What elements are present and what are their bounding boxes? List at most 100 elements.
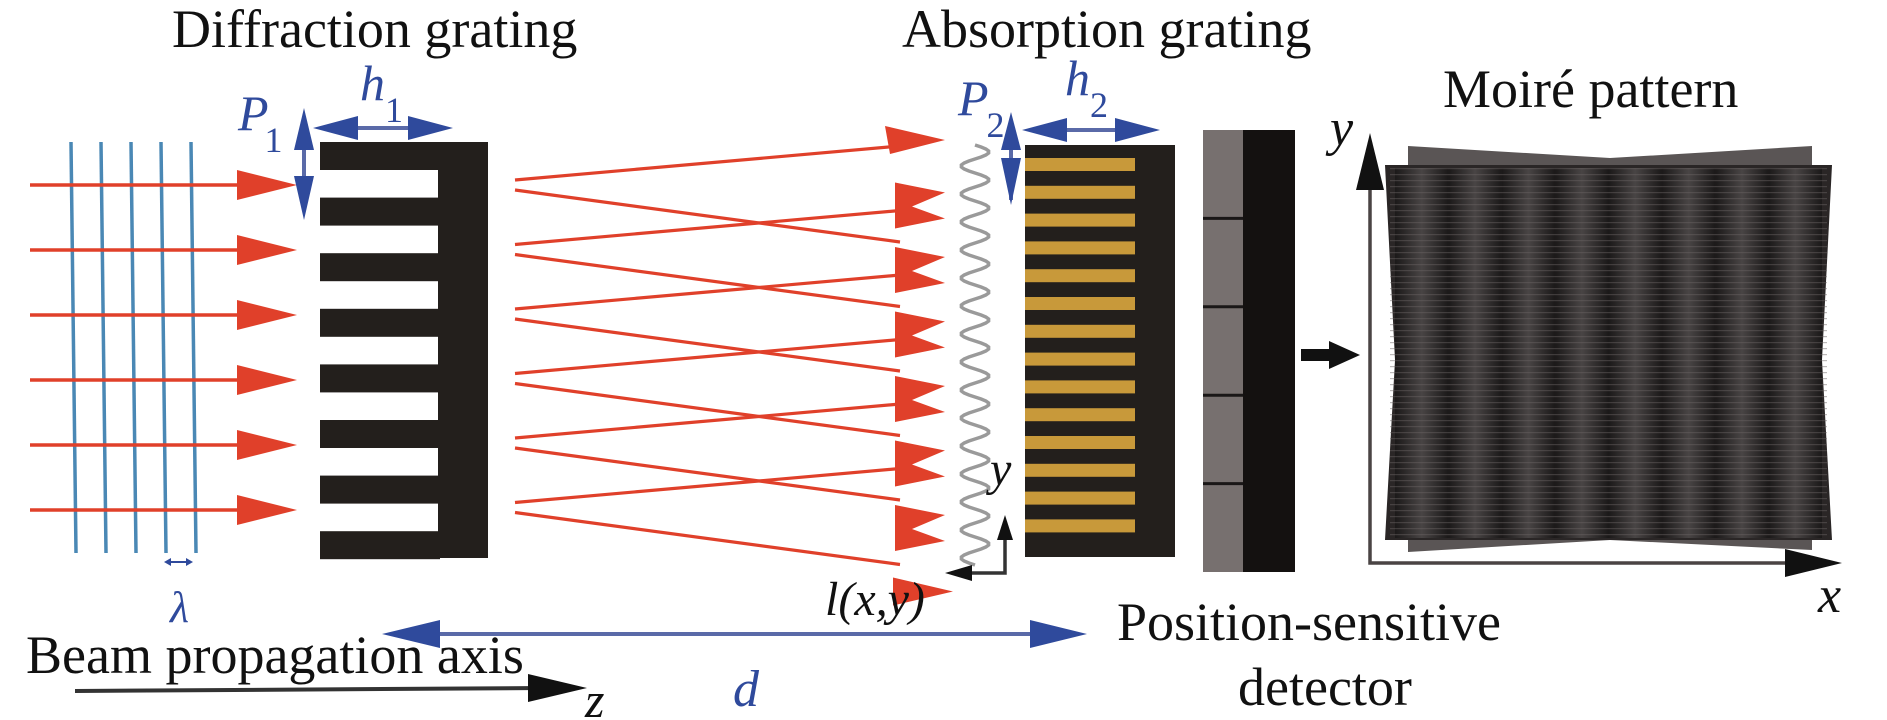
absorption-gold-bar <box>1025 463 1135 477</box>
h2-sub: 2 <box>1090 85 1108 125</box>
absorption-gold-bar <box>1025 519 1135 533</box>
h2-label: h2 <box>1065 50 1108 125</box>
incident-ray-arrowhead <box>237 365 297 395</box>
h2-dimension-arrow <box>1022 118 1160 142</box>
incident-ray-arrowhead <box>237 235 297 265</box>
moire-pattern-image <box>1385 146 1832 552</box>
absorption-gold-bar <box>1025 408 1135 422</box>
absorption-grating-title: Absorption grating <box>902 0 1311 59</box>
incident-ray-arrowhead <box>237 170 297 200</box>
grating-tooth <box>320 253 440 282</box>
y-axis-arrowhead <box>1356 133 1384 190</box>
detector-label-line1: Position-sensitive <box>1117 592 1501 652</box>
moire-line-texture <box>1390 168 1827 538</box>
p1-main: P <box>237 85 269 141</box>
ray-arrowhead <box>885 126 945 154</box>
z-label: z <box>584 672 604 720</box>
h1-label: h1 <box>360 55 403 130</box>
diffracted-ray <box>514 402 901 440</box>
detector-label-line2: detector <box>1238 657 1412 717</box>
self-image-wave <box>959 143 991 567</box>
grating-tooth <box>320 531 440 560</box>
z-axis-arrow <box>74 674 587 702</box>
wavefront-line <box>69 141 78 554</box>
p1-sub: 1 <box>265 120 283 160</box>
wavefront-line <box>129 141 138 554</box>
absorption-gold-bar <box>1025 241 1135 255</box>
p2-sub: 2 <box>987 105 1005 145</box>
absorption-gold-bar <box>1025 436 1135 449</box>
diffracted-ray <box>514 446 901 502</box>
output-arrow <box>1301 341 1360 369</box>
h1-sub: 1 <box>385 90 403 130</box>
absorption-gold-bar <box>1025 269 1135 283</box>
absorption-gold-bar <box>1025 297 1135 310</box>
diffraction-grating-title: Diffraction grating <box>172 0 577 59</box>
moire-y-label: y <box>1325 100 1354 157</box>
absorption-gold-bar <box>1025 185 1135 199</box>
grating-tooth <box>320 420 440 448</box>
absorption-gold-bar <box>1025 324 1135 338</box>
local-y-label: y <box>985 443 1012 496</box>
x-axis-arrowhead <box>1785 549 1842 577</box>
diffracted-ray <box>514 273 901 311</box>
diffracted-ray <box>514 188 901 244</box>
detector-pixel-column <box>1203 130 1243 572</box>
diffracted-ray <box>514 337 901 376</box>
diffracted-ray <box>514 466 901 505</box>
diffracted-ray <box>514 252 901 309</box>
grating-tooth <box>320 475 440 504</box>
moire-pattern-title: Moiré pattern <box>1443 59 1738 119</box>
local-coordinate-arrow <box>945 515 1013 581</box>
h1-main: h <box>360 55 385 111</box>
grating-tooth <box>320 142 440 170</box>
absorption-gold-bar <box>1025 158 1135 171</box>
moire-axes <box>1356 133 1842 577</box>
position-sensitive-detector <box>1203 130 1295 572</box>
grating-tooth <box>320 364 440 393</box>
diffracted-ray <box>514 317 901 373</box>
diffracted-ray <box>514 208 901 247</box>
ray-arrowhead-double <box>895 440 945 487</box>
p2-dimension-arrow <box>1001 112 1021 205</box>
diffracted-rays <box>514 126 953 606</box>
lambda-label: λ <box>168 583 189 632</box>
lxy-label: l(x,y) <box>825 573 925 626</box>
grating-tooth <box>320 197 440 226</box>
wavefront-line <box>159 141 168 554</box>
absorption-gold-bar <box>1025 380 1135 394</box>
diffraction-grating <box>320 142 488 560</box>
incident-rays <box>30 170 297 525</box>
detector-backplane <box>1243 130 1295 572</box>
wavefront-line <box>189 141 198 554</box>
diffracted-ray <box>514 510 901 567</box>
ray-arrowhead-double <box>895 311 945 358</box>
d-label: d <box>733 661 760 718</box>
grating-tooth <box>320 308 440 337</box>
incident-ray-arrowhead <box>237 495 297 525</box>
incident-ray-arrowhead <box>237 430 297 460</box>
ray-arrowhead-double <box>895 505 945 551</box>
absorption-gold-bar <box>1025 352 1135 366</box>
p1-label: P1 <box>237 85 283 160</box>
ray-arrowhead <box>893 577 953 606</box>
distance-d-arrow <box>382 620 1087 648</box>
h1-dimension-arrow <box>313 116 453 140</box>
diffracted-ray <box>514 144 901 182</box>
p2-main: P <box>957 70 989 126</box>
beam-axis-label: Beam propagation axis <box>26 625 524 685</box>
absorption-gold-bar <box>1025 213 1135 227</box>
wavefront-line <box>99 141 108 554</box>
grating-spine <box>438 142 488 558</box>
wavefront-lines <box>69 141 198 554</box>
ray-arrowhead-double <box>895 247 945 293</box>
incident-ray-arrowhead <box>237 300 297 330</box>
ray-arrowhead-double <box>895 182 945 229</box>
diffracted-ray <box>514 381 901 438</box>
lambda-marker <box>164 558 193 566</box>
moire-x-label: x <box>1817 567 1841 624</box>
absorption-grating <box>1025 145 1175 557</box>
absorption-gold-bar <box>1025 491 1135 505</box>
ray-arrowhead-double <box>895 376 945 422</box>
